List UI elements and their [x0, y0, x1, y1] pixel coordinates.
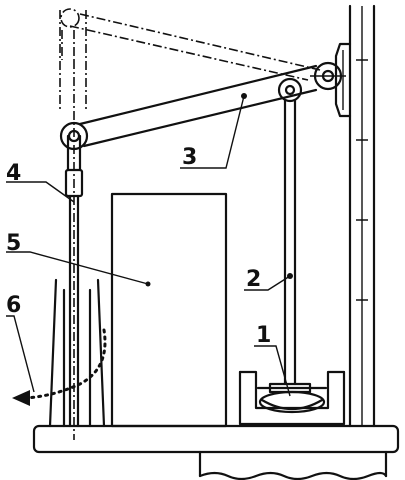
label-6: 6 [6, 293, 21, 318]
label-4: 4 [6, 161, 21, 186]
rod-2 [283, 98, 297, 386]
rod-2-pivot [277, 77, 303, 103]
lever-3 [78, 64, 318, 148]
right-frame-post [334, 4, 376, 428]
leader-lines [6, 95, 291, 397]
arrow-6 [12, 328, 107, 406]
label-5: 5 [6, 231, 21, 256]
block-5 [110, 192, 228, 428]
rod-4-pivot [59, 121, 89, 151]
base-pedestal [198, 450, 388, 480]
label-1: 1 [256, 323, 271, 348]
label-3: 3 [182, 145, 197, 170]
main-pivot [310, 61, 346, 91]
label-2: 2 [246, 267, 261, 292]
upper-lever-position [60, 8, 321, 81]
cup-with-weight-1 [238, 370, 346, 426]
guide-tube [48, 278, 106, 428]
base-board [32, 424, 400, 454]
